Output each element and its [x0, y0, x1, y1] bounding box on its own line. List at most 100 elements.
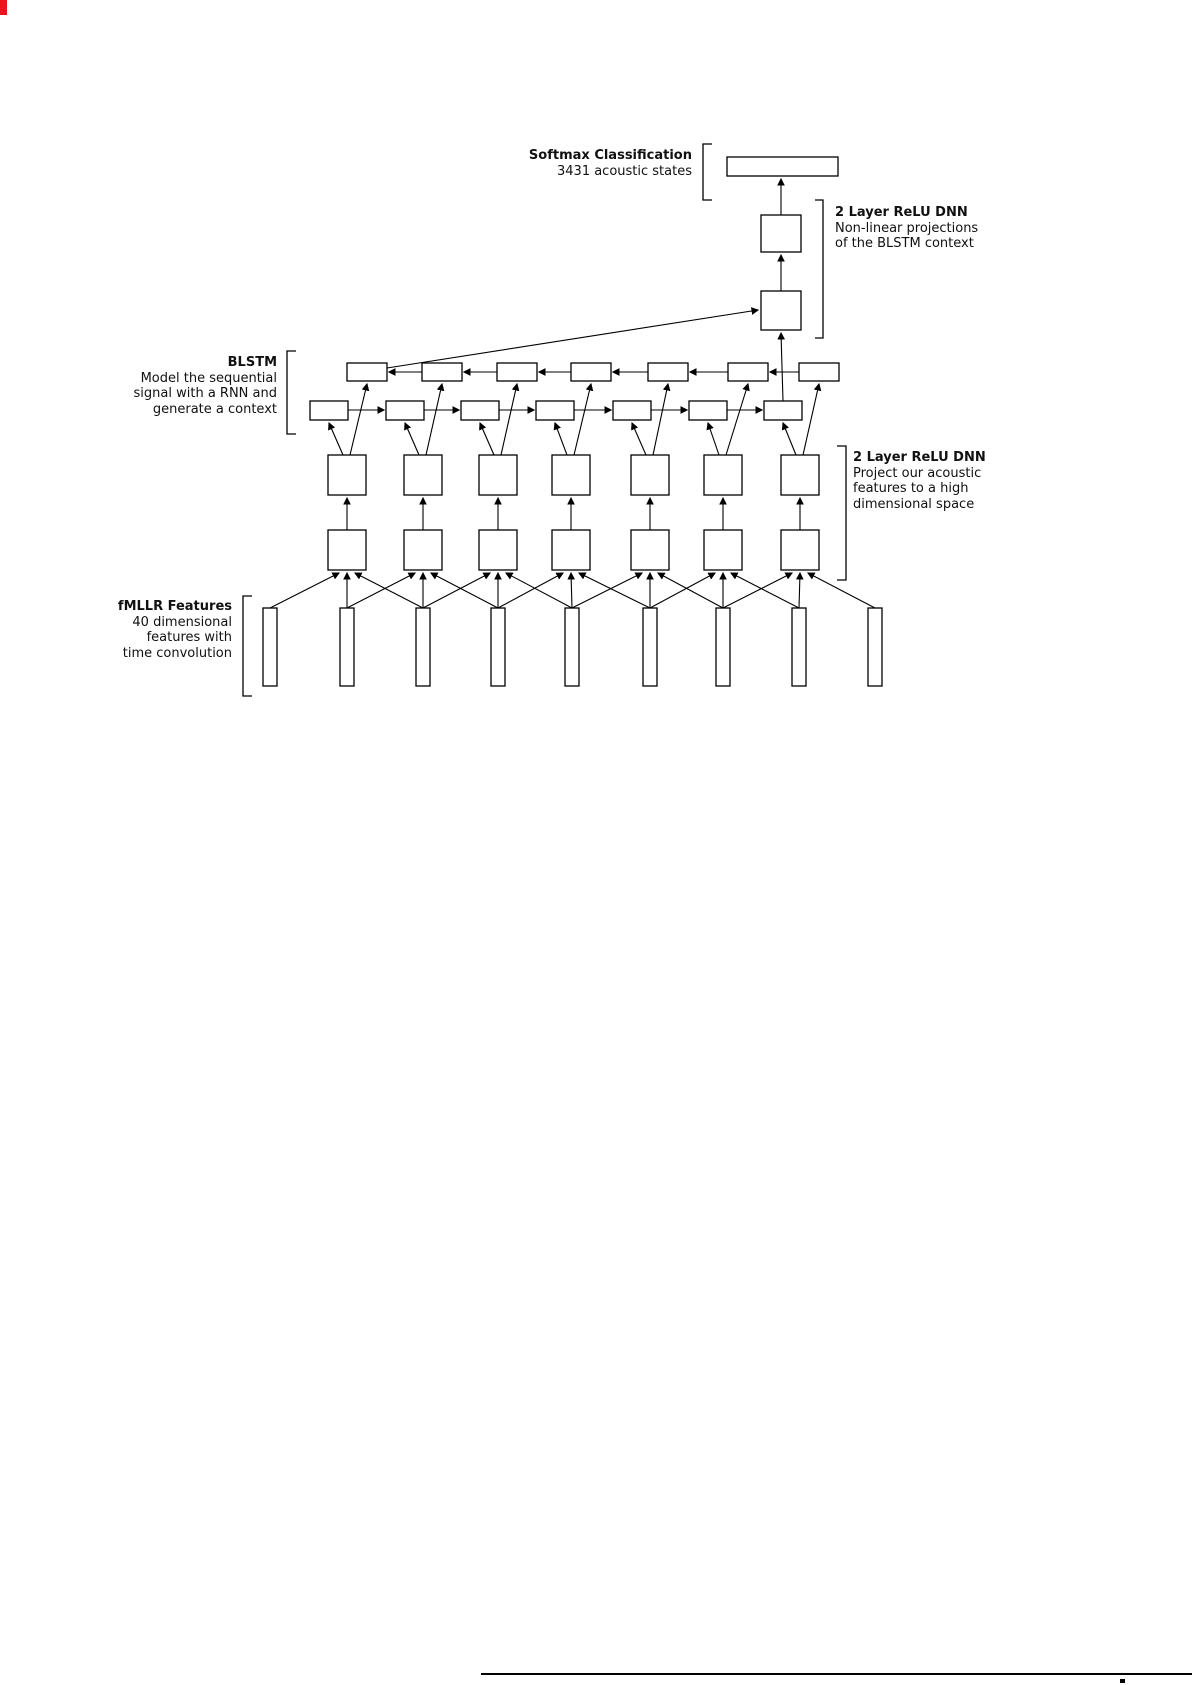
arrow-to-forward-cell [328, 421, 344, 456]
fmllr-label-line: 40 dimensional [132, 614, 232, 630]
dnn-context-label-title: 2 Layer ReLU DNN [835, 205, 968, 220]
arrow-convolution-right [806, 572, 876, 609]
dnn-projection-label-line: Project our acoustic [853, 465, 982, 481]
lstm-forward-cell [688, 400, 728, 421]
dnn-context-box [760, 214, 802, 253]
blstm-label-line: Model the sequential [140, 370, 277, 386]
fmllr-label: fMLLR Features 40 dimensional features w… [52, 599, 232, 661]
arrow-to-backward-cell [652, 382, 671, 456]
arrow-convolution-right [504, 572, 573, 609]
lstm-forward-cell [385, 400, 425, 421]
arrow-convolution-mid [795, 571, 804, 609]
arrow-to-backward-cell [425, 382, 445, 456]
fmllr-label-line: features with [146, 630, 232, 645]
dnn-projection-box [630, 454, 670, 496]
corner-artifact [0, 0, 7, 15]
bracket-fmllr [242, 595, 252, 697]
feature-vector [490, 607, 506, 687]
arrow-convolution-left [346, 572, 417, 609]
dnn-projection-box [630, 529, 670, 571]
dnn-projection-label-line: dimensional space [853, 496, 975, 512]
dnn-projection-box [703, 529, 743, 571]
dnn-projection-box [551, 454, 591, 496]
page-bottom-rule [481, 1673, 1192, 1675]
arrow-convolution-left [269, 572, 341, 609]
feature-vector [867, 607, 883, 687]
arrow-convolution-right [353, 572, 424, 609]
arrow-convolution-right [429, 572, 499, 609]
lstm-backward-cell [570, 362, 612, 382]
fmllr-label-line: time convolution [122, 645, 232, 661]
arrow-convolution-right [729, 572, 800, 609]
feature-vector [339, 607, 355, 687]
arrow-to-forward-cell [706, 421, 720, 456]
bracket-blstm [286, 350, 296, 435]
feature-vector [262, 607, 278, 687]
softmax-output-box [726, 156, 839, 177]
arrow-to-forward-cell [631, 421, 647, 456]
lstm-forward-cell [612, 400, 652, 421]
arrow-convolution-left [422, 572, 492, 609]
arrow-to-forward-cell [781, 421, 797, 456]
dnn-projection-box [478, 454, 518, 496]
dnn-projection-label: 2 Layer ReLU DNN Project our acoustic fe… [853, 450, 1013, 512]
lstm-backward-cell [421, 362, 463, 382]
arrow-to-forward-cell [553, 421, 568, 456]
arrow-to-backward-cell [500, 382, 520, 456]
blstm-label-line: generate a context [152, 401, 277, 417]
dnn-projection-box [478, 529, 518, 571]
lstm-backward-cell [727, 362, 769, 382]
feature-vector [564, 607, 580, 687]
arrow-to-backward-cell [573, 382, 594, 456]
dnn-projection-box [403, 454, 443, 496]
feature-vector [415, 607, 431, 687]
arrow-convolution-right [577, 572, 651, 609]
dnn-context-label-line: Non-linear projections [835, 220, 979, 236]
arrow-convolution-left [649, 572, 717, 609]
dnn-projection-label-line: features to a high [853, 481, 969, 496]
lstm-backward-cell [496, 362, 538, 382]
softmax-label: Softmax Classification 3431 acoustic sta… [442, 148, 692, 179]
arrow-convolution-left [722, 572, 794, 609]
arrow-backward-context [386, 307, 760, 369]
feature-vector [642, 607, 658, 687]
dnn-projection-box [327, 529, 367, 571]
blstm-label-line: signal with a RNN and [133, 386, 277, 401]
arrow-to-forward-cell [479, 421, 495, 456]
softmax-label-line: 3431 acoustic states [557, 163, 692, 179]
lstm-forward-cell [763, 400, 803, 421]
arrow-to-backward-cell [802, 382, 822, 456]
arrow-to-backward-cell [349, 382, 370, 456]
dnn-context-label-line: of the BLSTM context [835, 236, 974, 251]
lstm-forward-cell [309, 400, 349, 421]
bracket-softmax [702, 143, 712, 201]
blstm-label-title: BLSTM [227, 355, 277, 370]
page-bottom-mark [1120, 1679, 1125, 1683]
arrow-convolution-left [571, 572, 644, 609]
arrow-convolution-left [497, 572, 565, 609]
dnn-projection-box [703, 454, 743, 496]
bracket-dnn-projection [837, 445, 847, 581]
dnn-projection-label-title: 2 Layer ReLU DNN [853, 450, 986, 465]
fmllr-label-title: fMLLR Features [117, 599, 232, 614]
arrow-to-backward-cell [725, 382, 750, 456]
lstm-backward-cell [798, 362, 840, 382]
dnn-projection-box [327, 454, 367, 496]
lstm-backward-cell [346, 362, 388, 382]
feature-vector [715, 607, 731, 687]
lstm-backward-cell [647, 362, 689, 382]
dnn-projection-box [780, 529, 820, 571]
dnn-projection-box [551, 529, 591, 571]
lstm-forward-cell [460, 400, 500, 421]
arrow-convolution-mid [567, 571, 576, 609]
softmax-label-title: Softmax Classification [528, 148, 692, 163]
arrow-forward-context [777, 331, 786, 402]
feature-vector [791, 607, 807, 687]
arrow-convolution-right [656, 572, 724, 609]
dnn-projection-box [403, 529, 443, 571]
dnn-projection-box [780, 454, 820, 496]
blstm-label: BLSTM Model the sequential signal with a… [77, 355, 277, 417]
architecture-diagram [242, 143, 883, 697]
lstm-forward-cell [535, 400, 575, 421]
